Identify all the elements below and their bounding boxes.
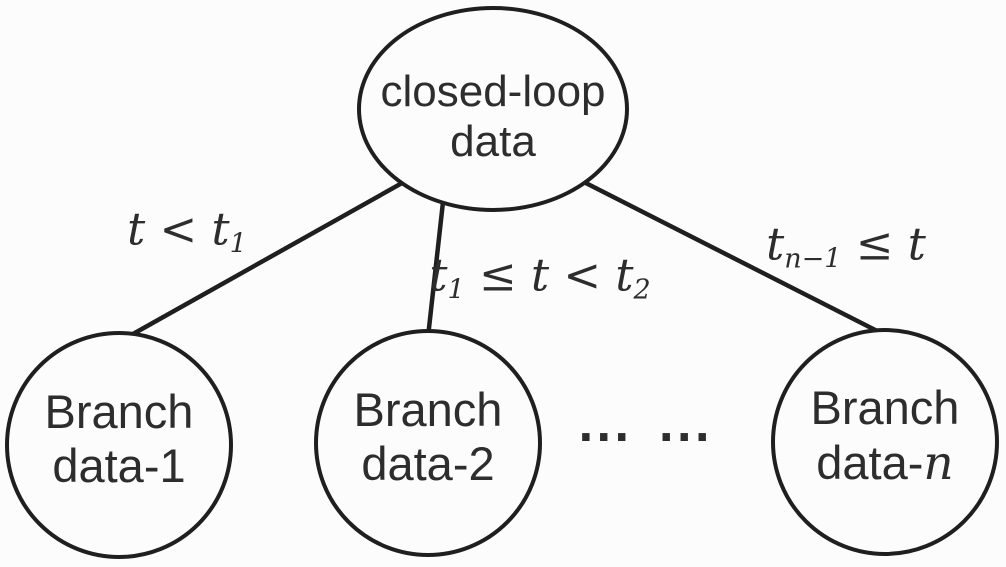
ellipsis-dots: ··· ··· [577,412,713,462]
root-node-closed-loop-data: closed-loop data [357,6,629,212]
branch-node-n-label: Branch data-n [811,381,960,490]
branch-node-2: Branch data-2 [314,329,542,557]
edge-condition-label-2: t1 ≤ t < t2 [429,248,651,306]
branch-node-2-label-line-2: data-2 [361,437,495,490]
branch-node-n-label-line-2: data-n [816,435,954,491]
edge-line-2 [424,190,447,349]
branch-node-1-label-line-1: Branch [44,384,194,438]
root-node-label-line-1: closed-loop [380,66,606,116]
branch-node-1-label: Branch data-1 [45,385,194,493]
edge-line-1 [130,152,455,337]
edge-condition-label-1: t < t1 [127,202,247,260]
branch-node-1: Branch data-1 [5,331,233,559]
root-node-label-line-2: data [450,117,536,166]
edge-line-3 [569,173,896,342]
edge-condition-label-3: tn−1 ≤ t [766,217,926,275]
branch-node-1-label-line-2: data-1 [52,439,186,492]
branch-node-n: Branch data-n [771,328,999,556]
branch-node-n-label-line-1: Branch [810,381,960,435]
branch-node-2-label: Branch data-2 [354,383,503,491]
branch-node-2-label-line-1: Branch [353,382,503,436]
root-node-label: closed-loop data [380,67,605,167]
